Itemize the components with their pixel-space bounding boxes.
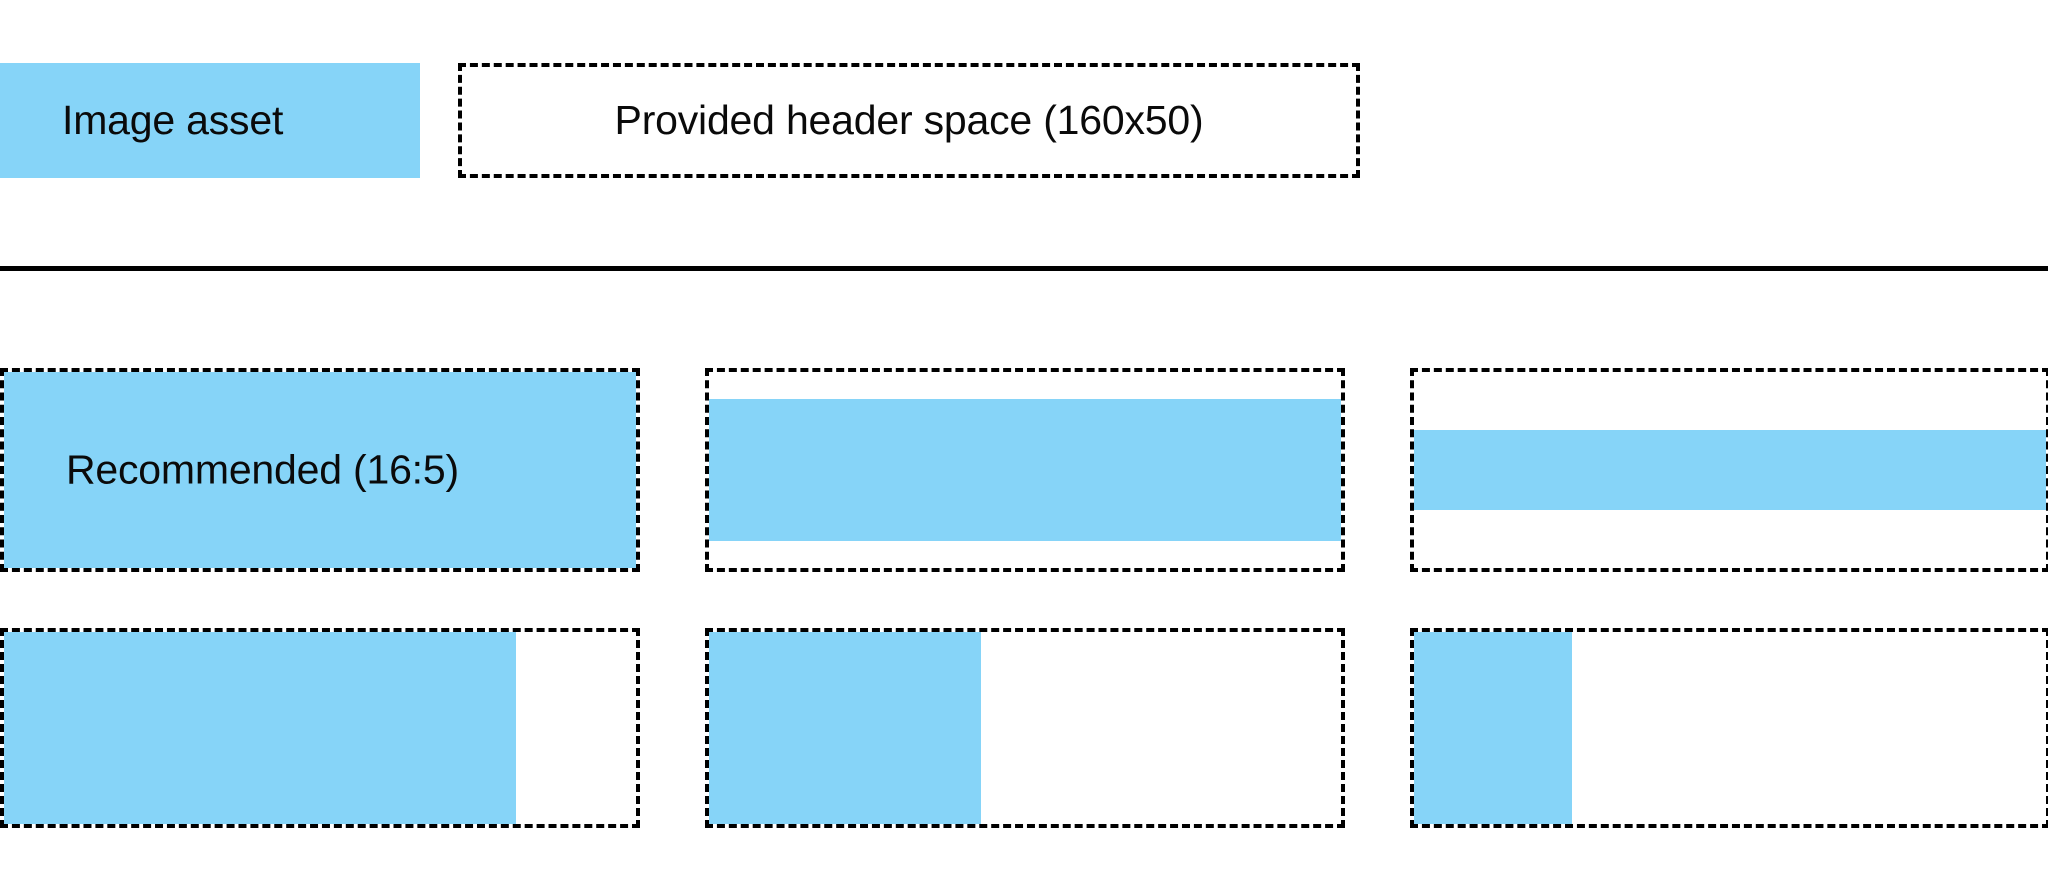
image-asset-label: Image asset <box>62 97 284 143</box>
specimen-cell-recommended: Recommended (16:5) <box>0 368 640 572</box>
image-asset-swatch: Image asset <box>0 63 420 178</box>
recommended-caption: Recommended (16:5) <box>66 446 459 493</box>
header-band: Image asset Provided header space (160x5… <box>0 63 2048 178</box>
specimen-fill <box>4 372 636 568</box>
specimen-fill <box>1414 632 1572 824</box>
specimen-cell-left-wide <box>0 628 640 828</box>
provided-header-space-box: Provided header space (160x50) <box>458 63 1360 178</box>
specimen-cell-left-medium <box>705 628 1345 828</box>
specimen-row-2 <box>0 628 2048 828</box>
specimen-fill <box>709 399 1341 541</box>
specimen-cell-thin-strip <box>1410 368 2048 572</box>
specimen-row-1: Recommended (16:5) <box>0 368 2048 572</box>
specimen-cell-left-narrow <box>1410 628 2048 828</box>
specimen-fill <box>709 632 981 824</box>
provided-header-space-label: Provided header space (160x50) <box>614 97 1204 143</box>
section-divider <box>0 266 2048 271</box>
specimen-fill <box>4 632 516 824</box>
specimen-fill <box>1414 429 2046 511</box>
specimen-cell-wide-inset <box>705 368 1345 572</box>
